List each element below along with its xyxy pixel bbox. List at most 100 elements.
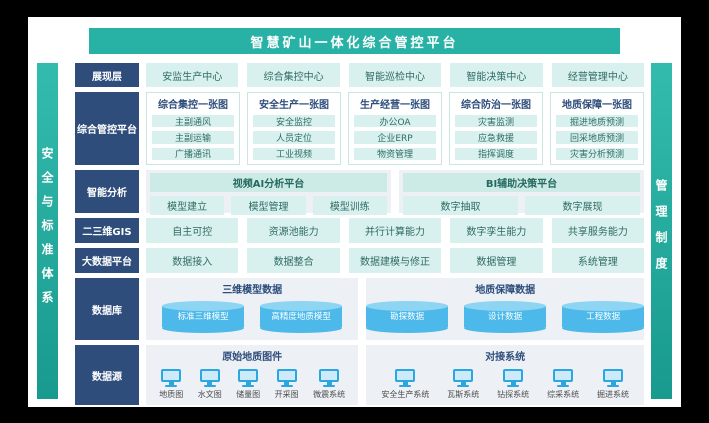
platform-module-node: 掘进地质预测 xyxy=(556,115,638,128)
database-cylinder-label: 高精度地质模型 xyxy=(271,312,331,322)
gis-capability-node: 自主可控 xyxy=(146,218,239,243)
analysis-group-video-ai: 视频AI分析平台 模型建立 模型管理 模型训练 xyxy=(146,170,391,215)
platform-column-header: 综合防治一张图 xyxy=(461,100,531,111)
bigdata-module-node: 数据整合 xyxy=(247,248,340,273)
platform-module-node: 广播通讯 xyxy=(152,147,234,160)
gis-items: 自主可控 资源池能力 并行计算能力 数字孪生能力 共享服务能力 xyxy=(146,218,645,243)
platform-module-node: 物资管理 xyxy=(354,147,436,160)
presentation-center-node: 综合集控中心 xyxy=(247,63,340,87)
analysis-group-header: BI辅助决策平台 xyxy=(403,173,640,192)
datasource-group-header: 对接系统 xyxy=(485,352,526,363)
datasource-system-label: 微震系统 xyxy=(313,390,346,399)
database-group-header: 三维模型数据 xyxy=(222,285,283,296)
presentation-center-node: 智能决策中心 xyxy=(450,63,543,87)
datasource-system-node: 安全生产系统 xyxy=(381,369,429,400)
row-database-layer: 数据库 三维模型数据 标准三维模型 高精度地质模型 地质保障数据 xyxy=(75,278,645,340)
analysis-group-header: 视频AI分析平台 xyxy=(150,173,387,192)
database-groups: 三维模型数据 标准三维模型 高精度地质模型 地质保障数据 勘探数据 设计数据 xyxy=(146,278,645,340)
analysis-module-node: 数字抽取 xyxy=(403,196,518,215)
database-cylinder-icon: 工程数据 xyxy=(562,300,645,333)
monitor-icon xyxy=(503,369,524,387)
platform-module-node: 灾害监测 xyxy=(455,115,537,128)
bigdata-module-node: 数据管理 xyxy=(450,248,543,273)
gis-capability-node: 并行计算能力 xyxy=(348,218,442,243)
platform-module-node: 主副运输 xyxy=(152,131,234,144)
platform-column: 综合防治一张图 灾害监测 应急救援 指挥调度 xyxy=(449,92,543,165)
page-title: 智慧矿山一体化综合管控平台 xyxy=(89,28,620,54)
platform-column: 生产经营一张图 办公OA 企业ERP 物资管理 xyxy=(348,92,442,165)
monitor-icon xyxy=(603,369,624,387)
analysis-group-bi: BI辅助决策平台 数字抽取 数字展现 xyxy=(399,170,644,215)
datasource-system-node: 瓦斯系统 xyxy=(447,369,479,400)
row-gis-layer: 二三维GIS 自主可控 资源池能力 并行计算能力 数字孪生能力 共享服务能力 xyxy=(75,218,645,243)
platform-module-node: 人员定位 xyxy=(253,131,335,144)
platform-column-header: 生产经营一张图 xyxy=(360,100,430,111)
database-cylinder-label: 工程数据 xyxy=(586,312,621,322)
platform-column: 地质保障一张图 掘进地质预测 回采地质预测 灾害分析预测 xyxy=(550,92,644,165)
datasource-system-node: 钻探系统 xyxy=(497,369,529,400)
database-cylinder-label: 勘探数据 xyxy=(390,312,425,322)
platform-module-node: 主副通风 xyxy=(152,115,234,128)
analysis-module-node: 模型训练 xyxy=(312,196,387,215)
datasource-system-node: 开采图 xyxy=(275,369,299,400)
presentation-center-node: 安监生产中心 xyxy=(146,63,239,87)
datasource-system-label: 储量图 xyxy=(236,390,261,399)
left-pillar-safety-standards: 安全与标准体系 xyxy=(37,63,58,399)
gis-capability-node: 共享服务能力 xyxy=(551,218,645,243)
row-label-bigdata: 大数据平台 xyxy=(75,248,139,273)
monitor-icon xyxy=(395,369,416,387)
database-cylinder-label: 标准三维模型 xyxy=(177,312,229,322)
platform-columns: 综合集控一张图 主副通风 主副运输 广播通讯 安全生产一张图 安全监控 人员定位… xyxy=(146,92,644,165)
datasource-system-label: 水文图 xyxy=(197,390,222,399)
datasource-system-node: 储量图 xyxy=(236,369,260,400)
database-cylinder-icon: 标准三维模型 xyxy=(162,300,245,333)
bigdata-items: 数据接入 数据整合 数据建模与修正 数据管理 系统管理 xyxy=(146,248,645,273)
bigdata-module-node: 系统管理 xyxy=(551,248,645,273)
database-cylinder-icon: 设计数据 xyxy=(464,300,547,333)
gis-capability-node: 资源池能力 xyxy=(247,218,340,243)
database-group-geology: 地质保障数据 勘探数据 设计数据 工程数据 xyxy=(366,278,645,340)
platform-column: 安全生产一张图 安全监控 人员定位 工业视频 xyxy=(247,92,341,165)
row-bigdata-layer: 大数据平台 数据接入 数据整合 数据建模与修正 数据管理 系统管理 xyxy=(75,248,645,273)
datasource-system-label: 掘进系统 xyxy=(597,390,630,399)
right-pillar-management: 管理制度 xyxy=(651,63,672,399)
row-platform-layer: 综合管控平台 综合集控一张图 主副通风 主副运输 广播通讯 安全生产一张图 安全… xyxy=(75,92,644,165)
analysis-groups: 视频AI分析平台 模型建立 模型管理 模型训练 BI辅助决策平台 数字抽取 xyxy=(146,170,644,215)
platform-column-header: 综合集控一张图 xyxy=(158,100,228,111)
datasource-system-node: 综采系统 xyxy=(547,369,579,400)
platform-module-node: 企业ERP xyxy=(354,131,436,144)
database-cylinder-label: 设计数据 xyxy=(488,312,523,322)
platform-module-node: 指挥调度 xyxy=(455,147,537,160)
datasource-system-label: 瓦斯系统 xyxy=(447,390,480,399)
datasource-system-node: 微震系统 xyxy=(313,369,345,400)
datasource-system-label: 安全生产系统 xyxy=(381,390,430,399)
presentation-items: 安监生产中心 综合集控中心 智能巡检中心 智能决策中心 经营管理中心 xyxy=(146,63,645,87)
row-datasource-layer: 数据源 原始地质图件 地质图 水文图 xyxy=(75,345,644,405)
row-label-gis: 二三维GIS xyxy=(75,218,139,243)
row-label-datasource: 数据源 xyxy=(75,345,139,405)
platform-column-header: 地质保障一张图 xyxy=(562,100,632,111)
bigdata-module-node: 数据接入 xyxy=(146,248,239,273)
database-group-header: 地质保障数据 xyxy=(475,285,536,296)
analysis-module-node: 模型建立 xyxy=(150,196,225,215)
platform-module-node: 安全监控 xyxy=(253,115,335,128)
monitor-icon xyxy=(238,369,259,387)
database-cylinder-icon: 勘探数据 xyxy=(366,300,449,333)
platform-column: 综合集控一张图 主副通风 主副运输 广播通讯 xyxy=(146,92,240,165)
datasource-group-raw-maps: 原始地质图件 地质图 水文图 xyxy=(146,345,359,405)
datasource-system-label: 钻探系统 xyxy=(497,390,530,399)
platform-module-node: 灾害分析预测 xyxy=(556,147,638,160)
datasource-system-label: 地质图 xyxy=(159,390,184,399)
row-label-analysis: 智能分析 xyxy=(75,170,139,213)
monitor-icon xyxy=(161,369,182,387)
row-label-platform: 综合管控平台 xyxy=(75,92,139,165)
analysis-module-node: 数字展现 xyxy=(525,196,640,215)
platform-module-node: 工业视频 xyxy=(253,147,335,160)
monitor-icon xyxy=(199,369,220,387)
datasource-group-header: 原始地质图件 xyxy=(222,352,283,363)
datasource-group-linked-systems: 对接系统 安全生产系统 瓦斯系统 xyxy=(366,345,644,405)
presentation-center-node: 智能巡检中心 xyxy=(348,63,442,87)
monitor-icon xyxy=(276,369,297,387)
row-label-database: 数据库 xyxy=(75,278,139,340)
